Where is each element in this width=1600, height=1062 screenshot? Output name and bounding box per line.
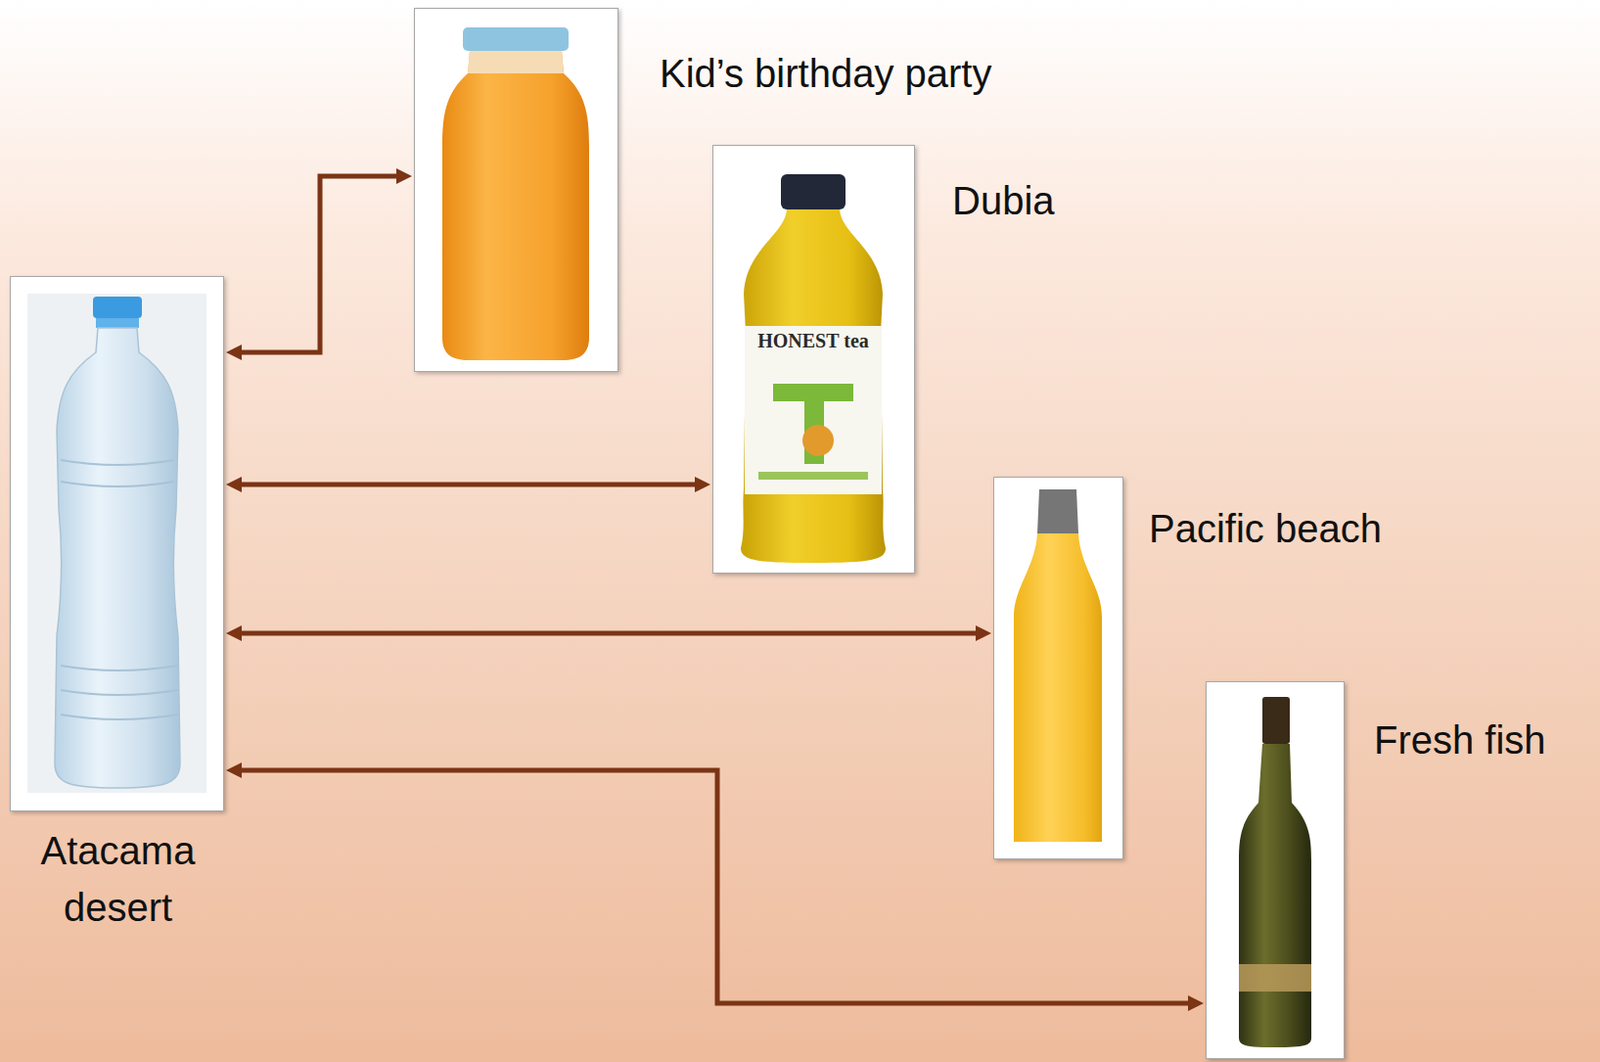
connector-line — [237, 176, 401, 353]
arrow-head — [226, 344, 242, 361]
bottle-part — [462, 27, 569, 51]
bottle-part — [1037, 489, 1079, 534]
juice-bottle — [413, 7, 619, 372]
bottle-part — [27, 293, 207, 793]
bottle-part — [802, 424, 834, 457]
bottle-part — [92, 296, 142, 319]
water-bottle — [9, 275, 225, 812]
beer-bottle — [993, 476, 1124, 860]
wine-bottle — [1205, 681, 1345, 1059]
arrow-head — [226, 476, 242, 493]
place-label: Kid’s birthday party — [659, 49, 992, 97]
bottle-frame: Kid’s birthday party — [413, 7, 619, 372]
arrow-head — [396, 168, 412, 184]
tea-bottle — [712, 144, 915, 574]
bottle-part — [60, 689, 179, 695]
bottle-part — [780, 174, 846, 210]
double-arrow — [226, 168, 412, 361]
bottle-part — [1013, 533, 1102, 842]
bottle-frame: Atacama desert — [9, 275, 225, 812]
bottle-part — [60, 459, 179, 720]
bottle-part — [1205, 681, 1345, 1059]
double-arrow — [226, 476, 711, 493]
connector-line — [237, 482, 699, 488]
arrow-head — [226, 625, 242, 641]
double-arrow — [226, 625, 992, 641]
place-label: Dubia — [952, 177, 1055, 225]
bottle-part — [95, 318, 139, 328]
bottle-frame: Pacific beach — [993, 476, 1124, 860]
bottle-part — [1238, 743, 1312, 1048]
bottle-part — [758, 471, 869, 480]
place-label: Fresh fish — [1373, 716, 1547, 764]
bottle-part — [467, 50, 564, 74]
place-label: Atacama desert — [0, 822, 245, 936]
bottle-part — [1262, 696, 1290, 744]
bottle-part — [1238, 963, 1312, 992]
bottle-part — [442, 50, 590, 361]
bottle-frame: Dubia — [712, 144, 915, 574]
bottle-part — [740, 209, 886, 563]
bottle-part — [60, 665, 179, 671]
bottle-part — [54, 327, 181, 788]
bottle-part — [9, 275, 225, 812]
arrow-head — [226, 762, 242, 778]
bottle-part — [60, 481, 175, 487]
bottle-frame: Fresh fish — [1205, 681, 1345, 1059]
arrow-head — [1188, 995, 1204, 1011]
bottle-part — [712, 144, 915, 574]
bottle-part — [60, 459, 175, 465]
bottle-part — [993, 476, 1124, 860]
brand-text: HONEST tea — [754, 330, 872, 351]
arrow-head — [694, 476, 711, 493]
bottle-part — [413, 7, 619, 372]
bottle-part — [744, 325, 882, 495]
place-label: Pacific beach — [1148, 504, 1382, 552]
connector-line — [237, 631, 980, 637]
arrow-head — [975, 625, 992, 641]
bottle-part — [60, 714, 179, 720]
